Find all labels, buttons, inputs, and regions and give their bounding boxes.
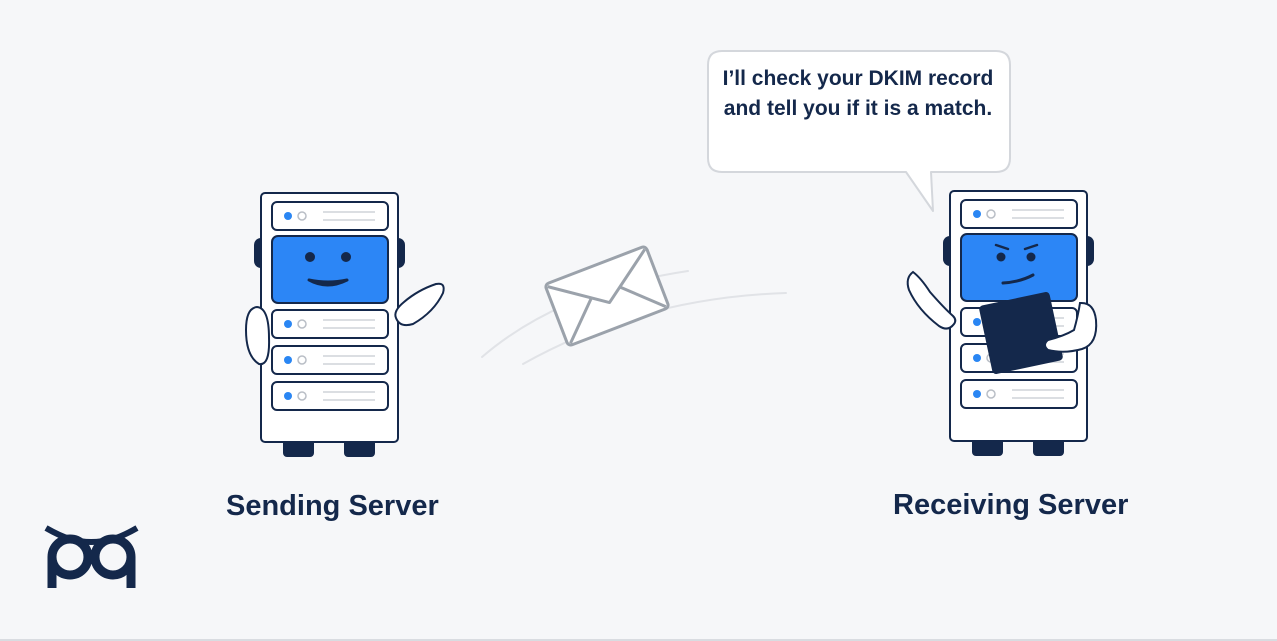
drive-bay	[271, 381, 389, 411]
status-led	[973, 318, 981, 326]
status-led	[973, 210, 981, 218]
eye	[341, 252, 351, 262]
eye	[305, 252, 315, 262]
status-led-off	[986, 389, 996, 399]
drive-bay	[960, 199, 1078, 229]
tablet-icon	[979, 292, 1063, 374]
status-led-off	[986, 209, 996, 219]
status-led-off	[297, 391, 307, 401]
status-led	[284, 356, 292, 364]
drive-bay	[271, 201, 389, 231]
status-led	[973, 354, 981, 362]
status-led	[284, 212, 292, 220]
receiving-server	[906, 190, 1098, 456]
status-led-off	[297, 355, 307, 365]
drive-bay	[271, 345, 389, 375]
envelope-icon	[544, 245, 670, 347]
left-arm	[244, 305, 271, 366]
status-led-off	[297, 319, 307, 329]
left-arm-waving	[906, 270, 957, 330]
status-led	[284, 392, 292, 400]
smile	[307, 278, 349, 287]
eyebrow	[994, 243, 1010, 251]
right-arm-waving	[394, 282, 445, 327]
status-led	[973, 390, 981, 398]
status-led	[284, 320, 292, 328]
bottom-divider	[0, 639, 1277, 641]
server-face-screen	[271, 235, 389, 304]
smirk	[1001, 273, 1035, 285]
owl-logo-icon	[44, 525, 139, 588]
sending-server	[244, 192, 445, 457]
eyebrow	[1023, 243, 1039, 251]
drive-bay	[271, 309, 389, 339]
server-face-screen	[960, 233, 1078, 302]
sending-server-label: Sending Server	[226, 490, 439, 522]
receiving-server-label: Receiving Server	[893, 489, 1129, 521]
eye	[1026, 252, 1036, 262]
right-arm-holding	[1044, 301, 1098, 353]
speech-bubble-text: I’ll check your DKIM record and tell you…	[722, 67, 994, 120]
eye	[996, 252, 1006, 262]
status-led-off	[297, 211, 307, 221]
speech-bubble	[707, 50, 1011, 212]
drive-bay	[960, 379, 1078, 409]
